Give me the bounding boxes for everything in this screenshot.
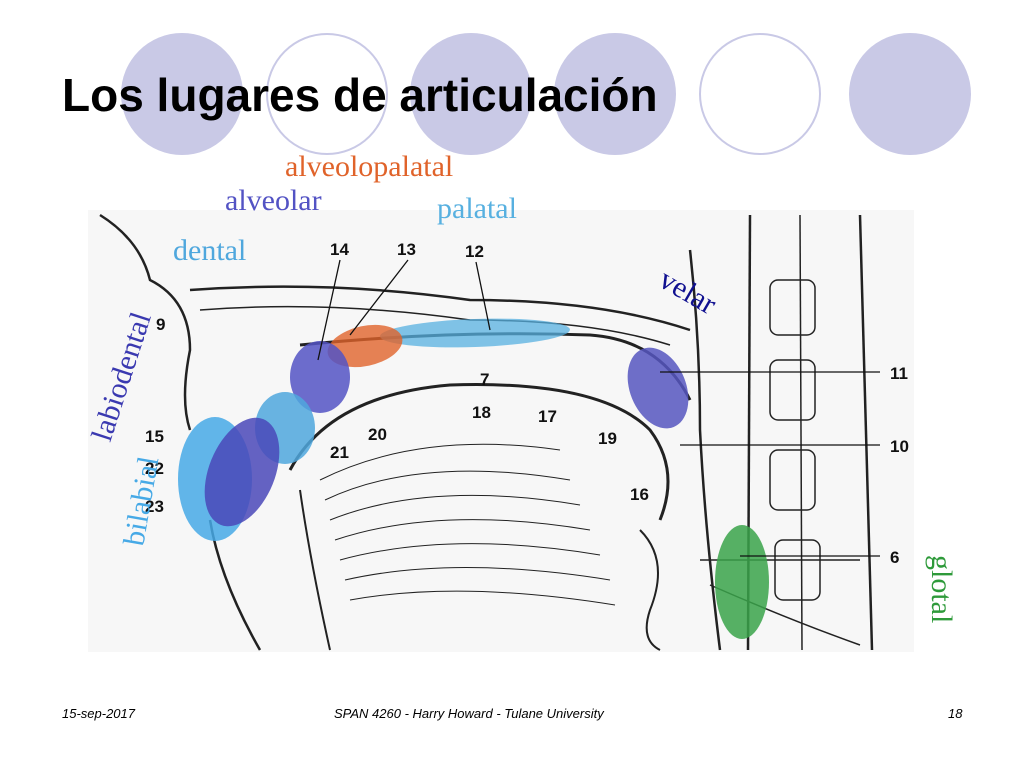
footer-page-number: 18 [948, 706, 963, 721]
ref-number: 22 [145, 459, 164, 478]
ref-number: 21 [330, 443, 349, 462]
slide-title: Los lugares de articulación [62, 69, 658, 121]
label-palatal: palatal [437, 192, 517, 225]
region-alveolar [290, 341, 350, 413]
ref-number: 10 [890, 437, 909, 456]
leader-lines [317, 259, 880, 557]
decor-ring-2 [266, 33, 388, 155]
label-alveolar: alveolar [225, 184, 322, 217]
ref-number: 12 [465, 242, 484, 261]
label-alveolopalatal: alveolopalatal [285, 150, 453, 183]
label-dental: dental [173, 234, 246, 267]
decor-circle-4 [554, 33, 676, 155]
decor-circle-3 [410, 33, 532, 155]
ref-number: 14 [330, 240, 349, 259]
ref-number: 17 [538, 407, 557, 426]
decor-circle-1 [121, 33, 243, 155]
ref-number: 19 [598, 429, 617, 448]
ref-number: 20 [368, 425, 387, 444]
ref-number: 15 [145, 427, 164, 446]
articulation-regions [178, 318, 769, 639]
ref-number: 11 [890, 364, 908, 383]
ref-number: 13 [397, 240, 416, 259]
region-alveolopalatal [327, 324, 403, 368]
label-glotal: glotal [925, 555, 958, 623]
region-glotal [715, 525, 769, 639]
footer-date: 15-sep-2017 [62, 706, 135, 721]
ref-number: 6 [890, 548, 899, 567]
reference-numbers: 14 13 12 9 7 18 17 11 15 20 19 10 22 21 … [145, 240, 909, 567]
footer-course: SPAN 4260 - Harry Howard - Tulane Univer… [334, 706, 604, 721]
region-palatal [380, 318, 570, 348]
region-velar [627, 347, 689, 429]
decor-circle-6 [849, 33, 971, 155]
ref-number: 23 [145, 497, 164, 516]
ref-number: 16 [630, 485, 649, 504]
ref-number: 9 [156, 315, 165, 334]
ref-number: 18 [472, 403, 491, 422]
ref-number: 7 [480, 370, 489, 389]
decor-ring-5 [699, 33, 821, 155]
region-labiodental [204, 417, 280, 527]
